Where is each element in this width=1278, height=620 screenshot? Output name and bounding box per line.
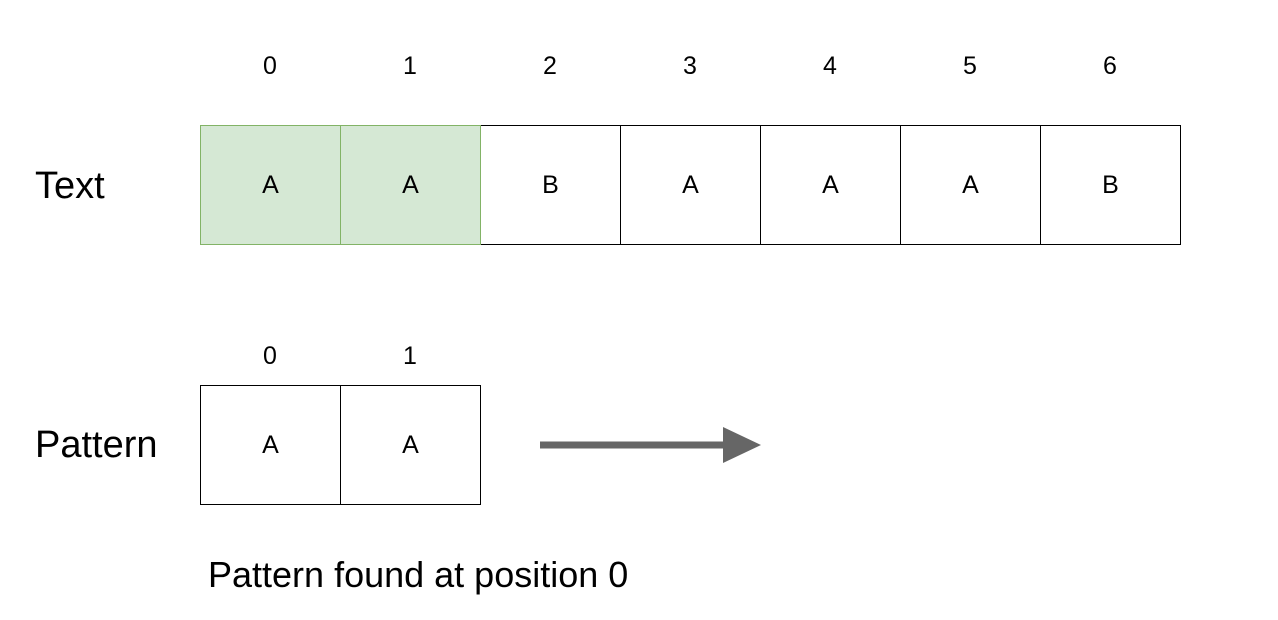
pattern-cell: A xyxy=(340,385,481,505)
text-index: 0 xyxy=(263,52,277,80)
text-index: 2 xyxy=(543,52,557,80)
pattern-row-label: Pattern xyxy=(35,424,158,466)
pattern-index: 1 xyxy=(403,342,417,370)
text-cell: B xyxy=(1040,125,1181,245)
text-index: 5 xyxy=(963,52,977,80)
text-cell: A xyxy=(340,125,481,245)
text-index: 1 xyxy=(403,52,417,80)
right-arrow-icon xyxy=(540,427,761,463)
text-array: A A B A A A B xyxy=(200,125,1181,245)
text-cell: A xyxy=(760,125,901,245)
text-index: 3 xyxy=(683,52,697,80)
text-cell: B xyxy=(480,125,621,245)
arrow-head xyxy=(723,427,761,463)
text-row-label: Text xyxy=(35,165,105,207)
pattern-array: A A xyxy=(200,385,481,505)
text-index-row: 0 1 2 3 4 5 6 xyxy=(200,50,1180,82)
pattern-index: 0 xyxy=(263,342,277,370)
text-index: 4 xyxy=(823,52,837,80)
text-cell: A xyxy=(620,125,761,245)
text-cell: A xyxy=(200,125,341,245)
text-cell: A xyxy=(900,125,1041,245)
pattern-cell: A xyxy=(200,385,341,505)
pattern-index-row: 0 1 xyxy=(200,340,480,372)
result-caption: Pattern found at position 0 xyxy=(208,554,629,595)
text-index: 6 xyxy=(1103,52,1117,80)
